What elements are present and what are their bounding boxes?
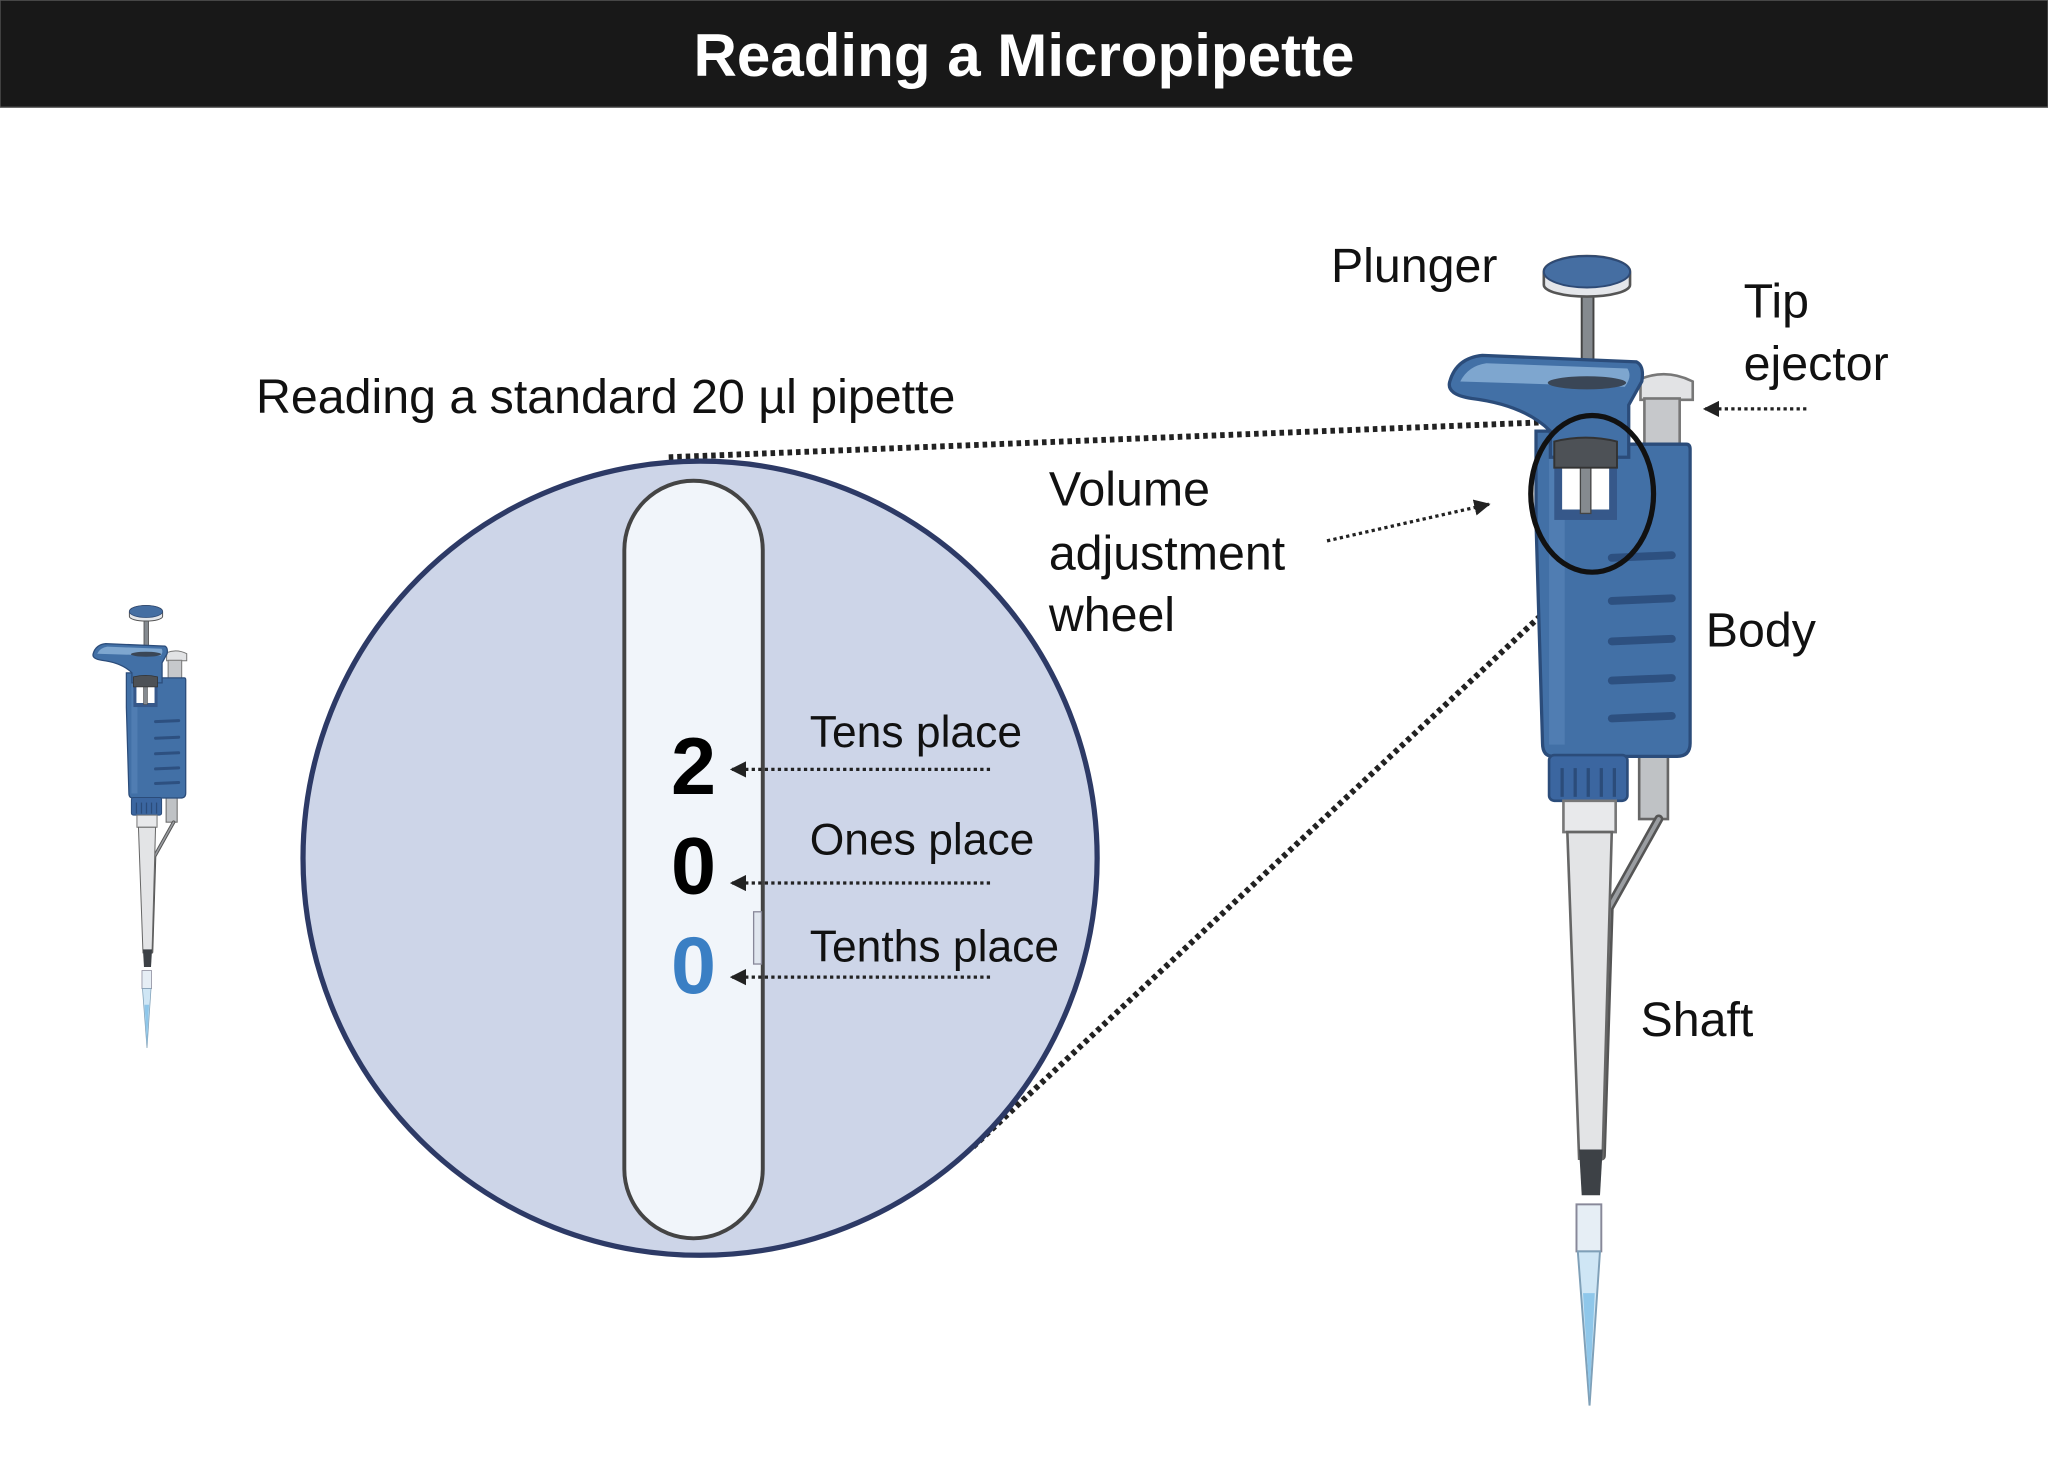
label-plunger: Plunger [1331,239,1498,293]
label-volume-3: wheel [1048,588,1175,642]
title-bar [0,0,2048,108]
digit-ones: 0 [671,822,716,912]
arrow-volume [1326,499,1491,543]
label-tenths-place: Tenths place [810,922,1059,971]
label-body: Body [1706,604,1817,658]
label-tip-ejector-2: ejector [1744,337,1889,391]
label-shaft: Shaft [1640,993,1753,1047]
label-tip-ejector-1: Tip [1744,275,1809,329]
digit-tenths: 0 [671,921,716,1011]
volume-wheel-highlight-circle [1528,412,1657,575]
zoom-line-bottom [971,572,1587,1150]
label-tens-place: Tens place [810,708,1022,757]
display-indicator [752,911,763,965]
label-volume-2: adjustment [1049,527,1286,581]
label-ones-place: Ones place [810,815,1035,864]
small-pipette-illustration [91,603,189,1050]
page-title: Reading a Micropipette [694,22,1355,89]
pipette-illustration [1449,256,1692,1405]
subtitle: Reading a standard 20 µl pipette [256,370,955,424]
zoom-line-top [668,417,1585,461]
volume-display-window [622,478,765,1241]
digit-tens: 2 [671,722,716,812]
label-volume-1: Volume [1049,463,1210,517]
